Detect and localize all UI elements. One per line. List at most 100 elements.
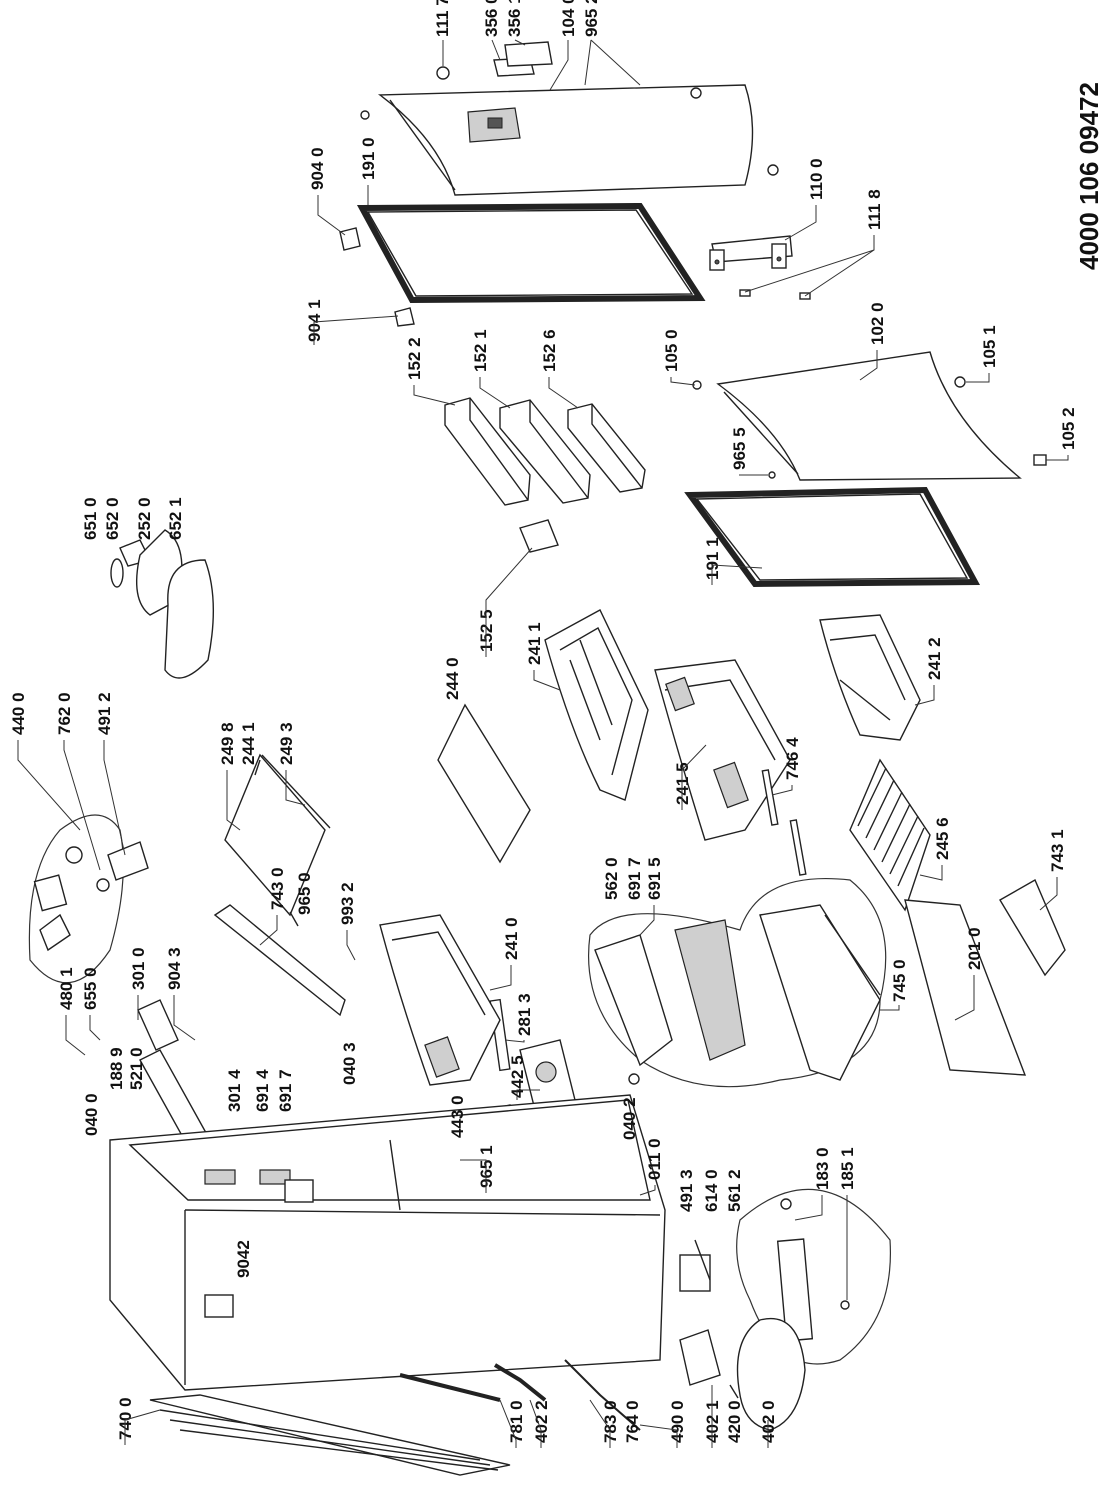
part-label: 040 3 — [340, 1042, 359, 1085]
part-label: 904 3 — [165, 947, 184, 990]
hinge-110 — [709, 235, 793, 271]
part-label: 561 2 — [725, 1169, 744, 1212]
part-label: 249 8 — [218, 722, 237, 765]
part-label: 245 6 — [933, 817, 952, 860]
part-label: 402 2 — [532, 1400, 551, 1443]
part-label: 040 0 — [82, 1093, 101, 1136]
part-label: 152 6 — [540, 329, 559, 372]
part-491-2 — [107, 841, 149, 881]
part-label: 490 0 — [668, 1400, 687, 1443]
part-label: 764 0 — [623, 1400, 642, 1443]
upper-door — [360, 41, 779, 196]
part-label: 480 1 — [57, 967, 76, 1010]
part-label: 111 7 — [433, 0, 452, 37]
part-label: 904 0 — [308, 147, 327, 190]
dairy-lid — [519, 519, 559, 553]
leader-lines — [17, 39, 1069, 1448]
plate-201-0 — [904, 899, 1027, 1076]
bracket-904-0 — [339, 227, 361, 251]
part-label: 152 2 — [405, 337, 424, 380]
part-label: 249 3 — [277, 722, 296, 765]
cover-743-1 — [999, 879, 1066, 977]
part-label: 562 0 — [602, 857, 621, 900]
part-label: 781 0 — [507, 1400, 526, 1443]
lower-door — [692, 351, 1047, 481]
part-label: 301 0 — [129, 947, 148, 990]
part-label: 191 1 — [703, 537, 722, 580]
part-label: 244 1 — [239, 722, 258, 765]
part-label: 040 2 — [620, 1097, 639, 1140]
part-label-layer: 111 7 356 0 356 1 104 0 965 2 904 0 191 … — [9, 0, 1100, 1443]
freezer-drawer — [379, 914, 501, 1086]
document-number: 4000 106 09472 — [1074, 82, 1100, 270]
compressor — [679, 1318, 806, 1431]
part-label: 691 7 — [276, 1069, 295, 1112]
relay-assembly — [679, 1239, 711, 1292]
part-label: 420 0 — [725, 1400, 744, 1443]
part-label: 762 0 — [55, 692, 74, 735]
part-label: 652 1 — [166, 497, 185, 540]
part-label: 745 0 — [890, 959, 909, 1002]
part-label: 491 2 — [95, 692, 114, 735]
crisper-241-1 — [544, 609, 649, 801]
part-label: 301 4 — [225, 1069, 244, 1112]
part-label: 104 0 — [559, 0, 578, 37]
part-label: 244 0 — [443, 657, 462, 700]
part-label: 746 4 — [783, 737, 802, 780]
part-label: 614 0 — [702, 1169, 721, 1212]
part-label: 743 1 — [1048, 829, 1067, 872]
part-label: 183 0 — [813, 1147, 832, 1190]
part-label: 743 0 — [268, 867, 287, 910]
part-label: 241 0 — [502, 917, 521, 960]
part-label: 965 2 — [582, 0, 601, 37]
part-label: 904 1 — [305, 299, 324, 342]
part-label: 356 1 — [505, 0, 524, 37]
crisper-241-5 — [654, 659, 791, 841]
evaporator-group — [587, 878, 887, 1088]
part-label: 102 0 — [868, 302, 887, 345]
upper-door-gasket — [356, 202, 706, 304]
control-group — [28, 814, 124, 984]
part-label: 188 9 — [107, 1047, 126, 1090]
part-label: 356 0 — [482, 0, 501, 37]
part-label: 9042 — [234, 1240, 253, 1278]
part-label: 011 0 — [645, 1138, 664, 1180]
part-label: 191 0 — [359, 137, 378, 180]
part-label: 691 4 — [253, 1069, 272, 1112]
glass-shelf-249 — [224, 753, 331, 927]
bracket-904-1 — [394, 307, 415, 327]
part-label: 965 0 — [295, 872, 314, 915]
part-label: 443 0 — [448, 1095, 467, 1138]
part-drawings — [28, 41, 1066, 1476]
part-label: 185 1 — [838, 1147, 857, 1190]
part-label: 152 1 — [471, 329, 490, 372]
part-label: 442 5 — [508, 1055, 527, 1098]
part-label: 652 0 — [103, 497, 122, 540]
part-label: 105 2 — [1059, 407, 1078, 450]
lamp-assembly — [110, 529, 215, 679]
condenser — [149, 1394, 511, 1476]
part-label: 111 8 — [865, 189, 884, 230]
cabinet — [109, 1094, 666, 1391]
part-label: 651 0 — [81, 497, 100, 540]
part-label: 201 0 — [965, 927, 984, 970]
part-label: 655 0 — [81, 967, 100, 1010]
part-label: 105 0 — [662, 329, 681, 372]
part-label: 993 2 — [338, 882, 357, 925]
part-label: 105 1 — [980, 325, 999, 368]
part-label: 965 5 — [730, 427, 749, 470]
part-label: 110 0 — [807, 158, 826, 200]
part-label: 740 0 — [116, 1397, 135, 1440]
part-label: 281 3 — [515, 993, 534, 1036]
part-label: 241 2 — [925, 637, 944, 680]
lower-door-gasket — [684, 486, 981, 588]
part-label: 691 7 — [625, 857, 644, 900]
door-bins — [444, 397, 646, 506]
board-521-0 — [137, 999, 179, 1051]
crisper-241-2 — [819, 614, 921, 741]
part-label: 691 5 — [645, 857, 664, 900]
part-label: 440 0 — [9, 692, 28, 735]
part-label: 521 0 — [127, 1047, 146, 1090]
panel-743-0 — [213, 904, 346, 1017]
